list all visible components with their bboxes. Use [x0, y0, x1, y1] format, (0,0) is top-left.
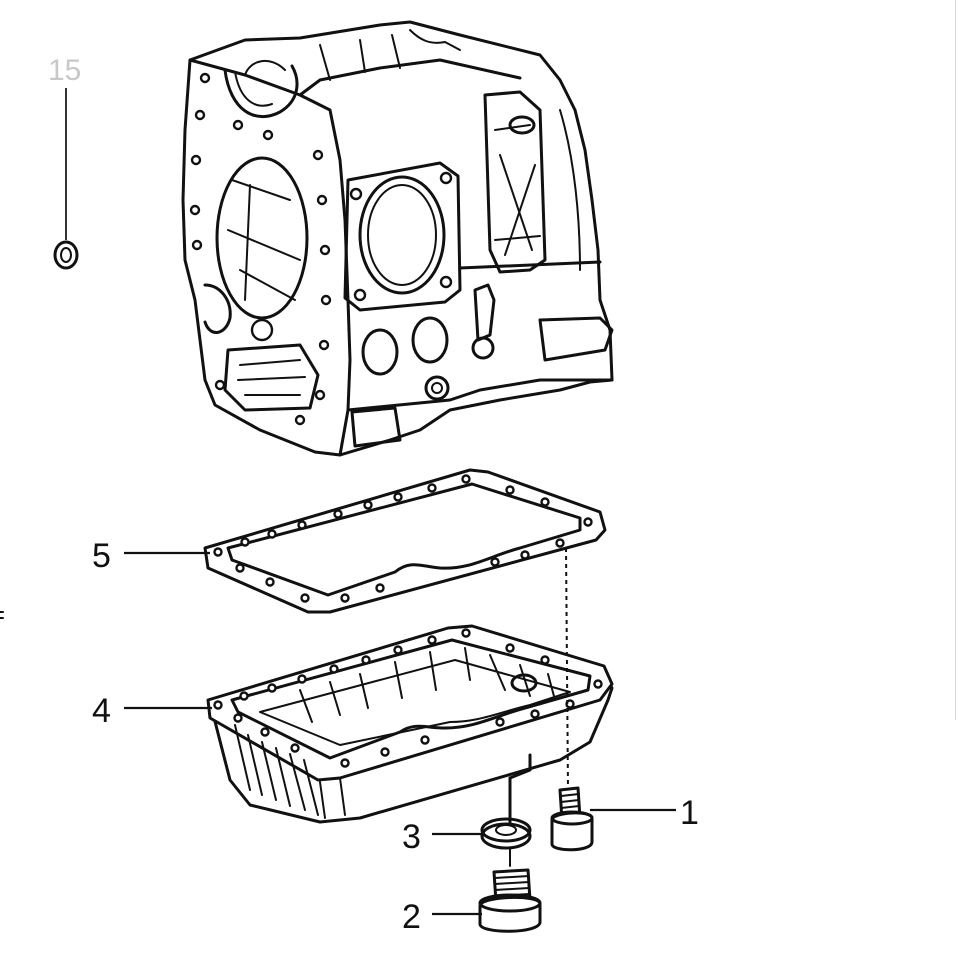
gasket-bolt-holes	[213, 474, 593, 603]
callout-1: 1	[680, 794, 699, 832]
callout-2: 2	[402, 898, 421, 936]
callout-3: 3	[402, 818, 421, 856]
item-15-seal-ring	[53, 88, 79, 270]
item-4-oil-pan	[206, 624, 614, 824]
callout-4: 4	[92, 692, 111, 730]
item-2-drain-plug	[478, 847, 542, 933]
item-3-sealing-washer	[480, 753, 532, 850]
callout-15: 15	[48, 54, 81, 87]
callout-5: 5	[92, 537, 111, 575]
item-1-pan-bolt	[550, 547, 594, 852]
bell-bolt-holes	[189, 72, 332, 426]
page-edge-rule	[955, 0, 956, 720]
item-5-gasket	[203, 468, 607, 614]
edge-mark	[0, 611, 4, 619]
gearbox-housing	[181, 20, 614, 457]
pan-bolt-holes	[213, 628, 603, 768]
